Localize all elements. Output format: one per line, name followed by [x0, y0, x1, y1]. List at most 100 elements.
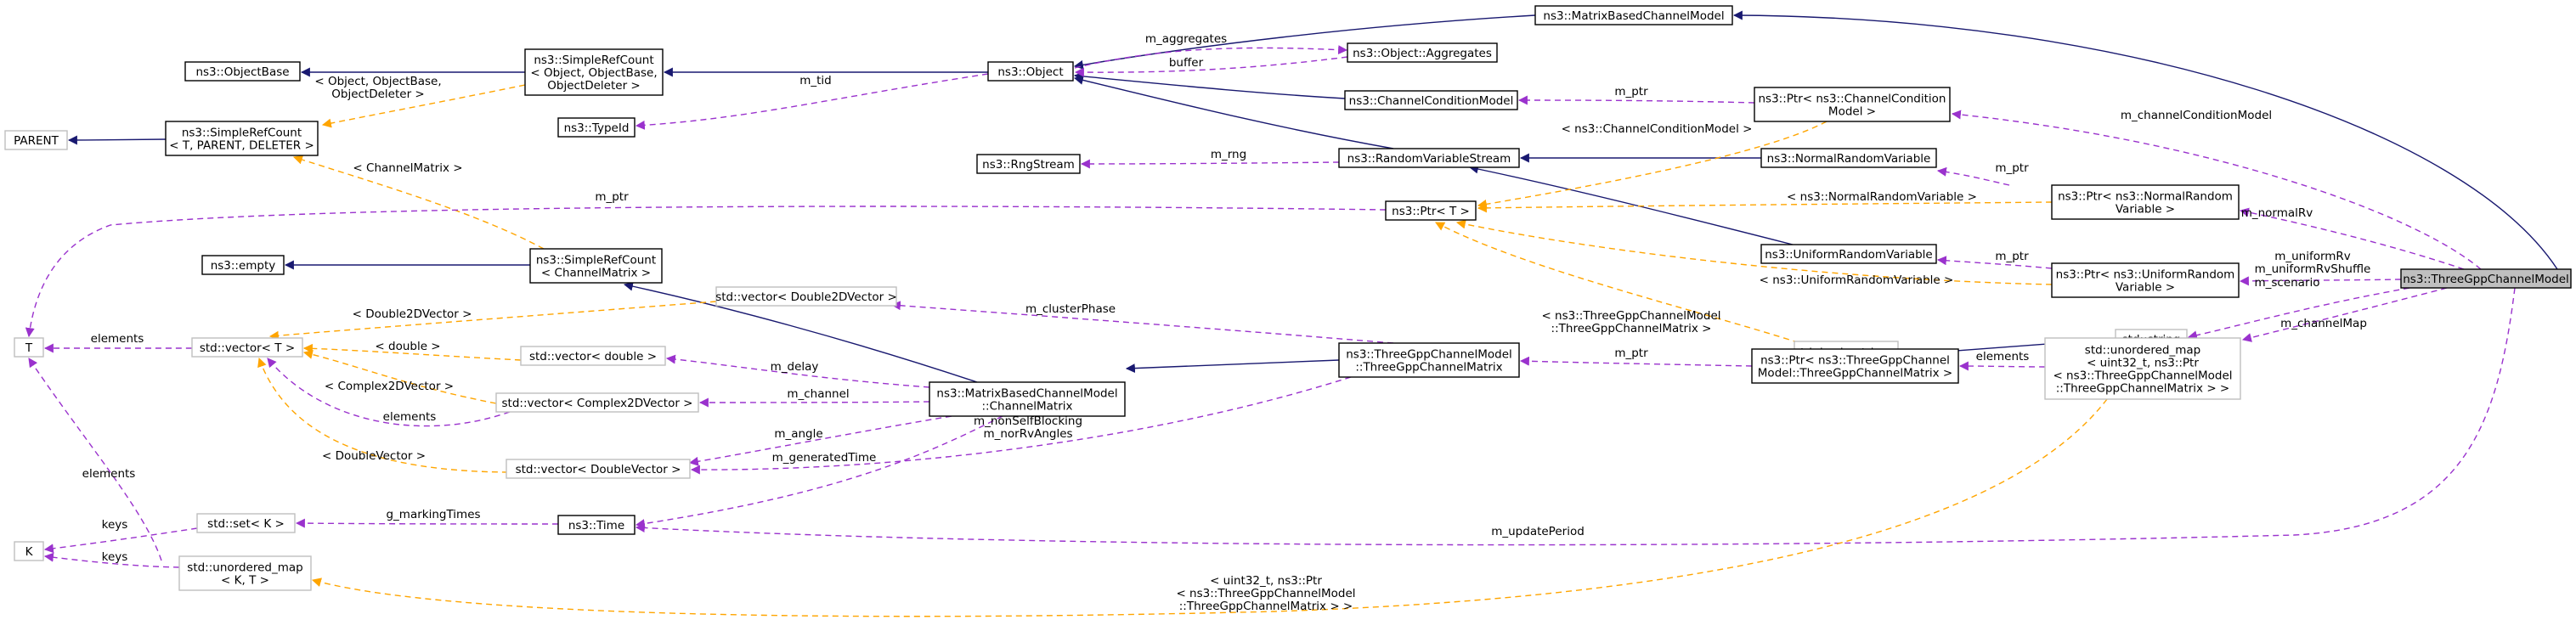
edge-e-angle-line	[688, 415, 952, 466]
edge-e-clusterphase-line	[890, 301, 1394, 344]
node-uniform-rv-box	[1760, 244, 1937, 264]
edge-e-channelmap: m_channelMap	[2241, 287, 2448, 342]
node-normal-rv-label: ns3::NormalRandomVariable	[1767, 152, 1931, 166]
edge-e-tpl-normal-line	[1477, 201, 2053, 213]
node-object-base[interactable]: ns3::ObjectBase	[184, 61, 301, 82]
node-rng-stream[interactable]: ns3::RngStream	[976, 154, 1081, 174]
node-matrix-based-model[interactable]: ns3::MatrixBasedChannelModel	[1534, 5, 1733, 25]
edge-e-tpl-obj-label: ObjectDeleter >	[331, 87, 424, 101]
node-vector-dv[interactable]: std::vector< DoubleVector >	[506, 459, 691, 479]
node-ptr-normal[interactable]: ns3::Ptr< ns3::NormalRandomVariable >	[2051, 184, 2240, 220]
node-vector-dv-label: std::vector< DoubleVector >	[516, 463, 681, 476]
node-simple-refcount-obj-label: < Object, ObjectBase,	[530, 66, 657, 80]
node-simple-refcount-t-label: ns3::SimpleRefCount	[182, 127, 302, 140]
node-ptr-normal-label: ns3::Ptr< ns3::NormalRandom	[2058, 190, 2233, 204]
edge-e-nsb-label: m_norRvAngles	[983, 427, 1072, 441]
edge-e-tpl-map-label: < uint32_t, ns3::Ptr	[1210, 574, 1322, 588]
edge-e-update: m_updatePeriod	[635, 287, 2516, 546]
node-set-k[interactable]: std::set< K >	[196, 513, 296, 533]
node-object-aggregates[interactable]: ns3::Object::Aggregates	[1347, 42, 1498, 63]
node-empty[interactable]: ns3::empty	[201, 255, 285, 275]
node-t-box	[14, 337, 44, 358]
inh-3gpp-matrix-based-line	[1732, 10, 2558, 270]
node-rng-stream-label: ns3::RngStream	[982, 158, 1075, 172]
edge-e-update-label: m_updatePeriod	[1491, 525, 1585, 538]
edge-e-rng: m_rng	[1080, 148, 1340, 169]
node-vector-d2d[interactable]: std::vector< Double2DVector >	[715, 286, 897, 307]
edge-e-aggregates-line	[1074, 45, 1348, 69]
edge-e-delay: m_delay	[665, 354, 930, 388]
node-unordered-map-kt[interactable]: std::unordered_map< K, T >	[178, 555, 312, 591]
node-set-k-box	[196, 513, 296, 533]
edge-e-elements-vec-label: elements	[383, 410, 437, 424]
node-object-box	[987, 61, 1074, 82]
edge-e-tpl-3gpp-label: ::ThreeGppChannelMatrix >	[1551, 322, 1712, 335]
node-vector-c2d[interactable]: std::vector< Complex2DVector >	[495, 392, 699, 413]
node-object-base-label: ns3::ObjectBase	[195, 65, 289, 79]
node-ptr-uniform[interactable]: ns3::Ptr< ns3::UniformRandomVariable >	[2051, 262, 2240, 298]
node-unordered-map-3gpp[interactable]: std::unordered_map< uint32_t, ns3::Ptr< …	[2044, 337, 2241, 400]
node-object[interactable]: ns3::Object	[987, 61, 1074, 82]
node-ptr-ccm-box	[1754, 87, 1951, 122]
edge-e-tpl-double-label: < double >	[375, 340, 440, 353]
node-channel-condition-model[interactable]: ns3::ChannelConditionModel	[1344, 90, 1518, 110]
node-t[interactable]: T	[14, 337, 44, 358]
edge-e-generated-line	[690, 376, 1352, 475]
edge-e-angle-label: m_angle	[774, 427, 822, 441]
inh-3gpp-matrix-mbcm	[1125, 359, 1340, 374]
node-matrix-based-model-label: ns3::MatrixBasedChannelModel	[1543, 9, 1724, 23]
edge-e-ptr-3gpp: m_ptr	[1519, 346, 1753, 367]
node-simple-refcount-t[interactable]: ns3::SimpleRefCount< T, PARENT, DELETER …	[165, 121, 319, 156]
node-three-gpp-channel-matrix-box	[1338, 342, 1520, 378]
edge-e-channelmap-line	[2241, 287, 2448, 342]
node-unordered-map-3gpp-label: std::unordered_map	[2085, 344, 2200, 358]
node-normal-rv-box	[1760, 148, 1937, 168]
node-three-gpp-model[interactable]: ns3::ThreeGppChannelModel	[2400, 268, 2572, 289]
node-ptr-3gpp-cm[interactable]: ns3::Ptr< ns3::ThreeGppChannelModel::Thr…	[1751, 348, 1959, 384]
inh-object-ccm-line	[1073, 71, 1346, 99]
edge-e-keys-map-line	[43, 552, 180, 568]
edge-e-tpl-map-label: < ns3::ThreeGppChannelModel	[1176, 587, 1355, 600]
node-ptr-uniform-box	[2051, 262, 2240, 298]
node-vector-t[interactable]: std::vector< T >	[191, 337, 303, 358]
edge-e-tpl-d2d-label: < Double2DVector >	[353, 307, 472, 321]
edge-e-tpl-obj-line	[321, 84, 526, 128]
node-random-variable-stream[interactable]: ns3::RandomVariableStream	[1338, 148, 1520, 168]
node-simple-refcount-obj[interactable]: ns3::SimpleRefCount< Object, ObjectBase,…	[524, 48, 664, 96]
edge-e-ptr-ccm-line	[1517, 95, 1755, 105]
inh-uniform-rvs	[1468, 164, 1794, 245]
node-vector-double[interactable]: std::vector< double >	[520, 346, 666, 366]
edge-e-marking-label: g_markingTimes	[386, 508, 480, 521]
edge-e-tpl-ccm-line	[1477, 121, 1827, 209]
edge-e-elements-kt: elements	[28, 358, 162, 561]
node-object-label: ns3::Object	[997, 65, 1063, 79]
node-object-aggregates-box	[1347, 42, 1498, 63]
edge-e-keys-set-label: keys	[102, 518, 128, 532]
node-mb-channel-matrix[interactable]: ns3::MatrixBasedChannelModel::ChannelMat…	[929, 381, 1126, 417]
node-vector-t-label: std::vector< T >	[200, 341, 295, 355]
node-ptr-ccm[interactable]: ns3::Ptr< ns3::ChannelConditionModel >	[1754, 87, 1951, 122]
node-ptr-t[interactable]: ns3::Ptr< T >	[1385, 200, 1477, 221]
node-k[interactable]: K	[14, 541, 44, 561]
edge-e-buffer-label: buffer	[1169, 56, 1204, 70]
node-mb-channel-matrix-box	[929, 381, 1126, 417]
node-vector-double-label: std::vector< double >	[529, 350, 657, 363]
node-typeid[interactable]: ns3::TypeId	[557, 117, 636, 138]
node-time[interactable]: ns3::Time	[557, 515, 636, 535]
edge-e-keys-set: keys	[43, 518, 198, 554]
node-mb-channel-matrix-label: ::ChannelMatrix	[981, 400, 1072, 414]
node-simple-refcount-cm[interactable]: ns3::SimpleRefCount< ChannelMatrix >	[529, 248, 663, 284]
edge-e-uniform-use-label: m_uniformRv	[2274, 250, 2351, 263]
node-parent[interactable]: PARENT	[4, 130, 68, 150]
node-unordered-map-3gpp-box	[2044, 337, 2241, 400]
node-vector-d2d-box	[715, 286, 897, 307]
node-uniform-rv[interactable]: ns3::UniformRandomVariable	[1760, 244, 1937, 264]
inh-simple-refcount-t-line	[67, 135, 167, 145]
node-three-gpp-channel-matrix[interactable]: ns3::ThreeGppChannelModel::ThreeGppChann…	[1338, 342, 1520, 378]
node-simple-refcount-obj-box	[524, 48, 664, 96]
inh-uniform-rvs-line	[1468, 164, 1794, 245]
node-normal-rv[interactable]: ns3::NormalRandomVariable	[1760, 148, 1937, 168]
edge-e-elements-t: elements	[43, 332, 192, 353]
